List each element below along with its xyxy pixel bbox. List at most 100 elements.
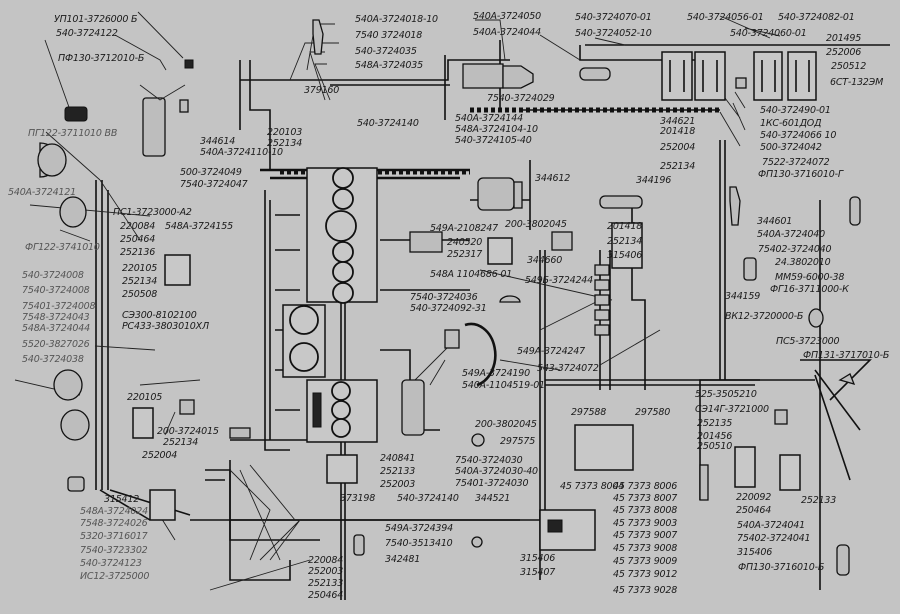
label: 252004 (142, 450, 178, 461)
label: 45 7373 8006 (613, 481, 678, 492)
steering-wheel-icon (444, 322, 497, 387)
lamp-icon (499, 295, 521, 303)
label: 379160 (304, 85, 340, 96)
label: 540-3724008 (22, 270, 84, 281)
label: 45 7373 9028 (613, 585, 678, 596)
lamp-icon (53, 369, 83, 401)
heater-icon (401, 379, 425, 436)
label: 543-3724072 (537, 363, 599, 374)
lamp-icon (838, 373, 856, 385)
label: 250464 (736, 505, 772, 516)
label: 540-372490-01 (760, 105, 831, 116)
label: 540-3724035 (355, 46, 417, 57)
label: ММ59-6000-38 (775, 272, 845, 283)
label: ФГ16-3711000-К (770, 284, 849, 295)
horn-icon (64, 106, 88, 122)
label: ФП130-3716010-Б (738, 562, 825, 573)
label: 549Б-3724244 (525, 275, 593, 286)
label: 297588 (571, 407, 607, 418)
label: 344660 (527, 255, 563, 266)
fuse-holder-icon (579, 67, 611, 81)
label: 540А-3724121 (8, 187, 76, 198)
sensor-icon (353, 433, 485, 556)
label: 344196 (636, 175, 672, 186)
label: 75402-3724041 (737, 533, 811, 544)
label: 373198 (340, 493, 376, 504)
mirror-lamp-icon (849, 196, 861, 226)
starter-motor-icon (462, 63, 534, 89)
label: 24.3802010 (775, 257, 831, 268)
label: 540А-3724144 (455, 113, 523, 124)
label: 252133 (801, 495, 837, 506)
label: 45 7373 9007 (613, 530, 678, 541)
label: 500-3724042 (760, 142, 822, 153)
label: 540-3724105-40 (455, 135, 532, 146)
label: 500-3724049 (180, 167, 242, 178)
label: 540-3724092-31 (410, 303, 487, 314)
label: ФП130-3716010-Г (758, 169, 843, 180)
fuse-panel (574, 424, 634, 471)
label: 250464 (308, 590, 344, 601)
label: 250512 (831, 61, 867, 72)
label: 240841 (380, 453, 416, 464)
label: 200-3724015 (157, 426, 219, 437)
fuse-panel (539, 509, 596, 551)
instrument-panel (282, 167, 378, 443)
label: СЭ14Г-3721000 (695, 404, 769, 415)
label: 344159 (725, 291, 761, 302)
label: 201495 (826, 33, 862, 44)
label: 315407 (520, 567, 556, 578)
label: 525-3505210 (695, 389, 757, 400)
spark-plug-icon (729, 186, 741, 226)
label: 220103 (267, 127, 303, 138)
label: ПС1-3723000-А2 (113, 207, 192, 218)
label: 344614 (200, 136, 236, 147)
label: 200-3802045 (475, 419, 537, 430)
fuse-panel (132, 237, 513, 439)
label: 45 7373 9012 (613, 569, 678, 580)
label: 540-3724122 (56, 28, 118, 39)
label: 549А-3724190 (462, 368, 530, 379)
harness-junction (229, 464, 301, 561)
label: 548А-3724044 (22, 323, 90, 334)
label: 201418 (607, 221, 643, 232)
label: 548А-3724104-10 (455, 124, 538, 135)
label: 250464 (120, 234, 156, 245)
lamp-icon (808, 308, 824, 328)
label: 201418 (660, 126, 696, 137)
label: 344612 (535, 173, 571, 184)
label: 75401-3724030 (455, 478, 529, 489)
coil-icon (139, 84, 186, 157)
label: 252135 (697, 418, 733, 429)
switch-block-icon (594, 264, 610, 336)
label: 540-3724070-01 (575, 12, 652, 23)
label: 45 7373 9009 (613, 556, 678, 567)
label: ИС12-3725000 (80, 571, 150, 582)
label: 200-3802045 (505, 219, 567, 230)
regulator-icon (551, 231, 573, 251)
label: 220105 (122, 263, 158, 274)
label: 252134 (122, 276, 158, 287)
label: 7540-3513410 (385, 538, 453, 549)
label: 7540-3724029 (487, 93, 555, 104)
generator-icon (477, 177, 523, 211)
fuse-panel (149, 222, 643, 521)
label: 5520-3827026 (22, 339, 90, 350)
label: 315406 (737, 547, 773, 558)
label: 7540 3724018 (355, 30, 423, 41)
label: 540А-3724030-40 (455, 466, 538, 477)
fuse-holder-icon (599, 195, 643, 209)
battery-icon (661, 51, 817, 101)
label: 540-3724123 (80, 558, 142, 569)
label: 252317 (447, 249, 483, 260)
label: 540А-3724041 (737, 520, 805, 531)
label: 540-3724052-10 (575, 28, 652, 39)
relay-icon (774, 409, 788, 425)
label: ВК12-3720000-Б (725, 311, 804, 322)
label: 252004 (660, 142, 696, 153)
label: 540-3724060-01 (730, 28, 807, 39)
label: 7540-3724030 (455, 455, 523, 466)
label: 540-3724038 (22, 354, 84, 365)
label: УП101-3726000 Б (54, 14, 138, 25)
